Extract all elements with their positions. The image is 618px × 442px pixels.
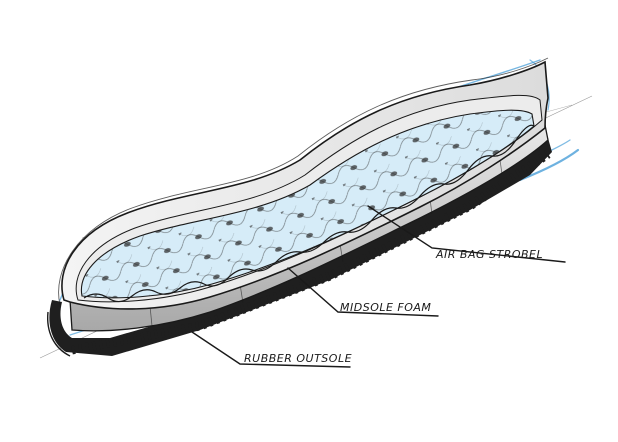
label-air-bag-strobel: AIR BAG STROBEL bbox=[435, 248, 543, 261]
label-midsole-foam: MIDSOLE FOAM bbox=[340, 301, 431, 314]
label-rubber-outsole: RUBBER OUTSOLE bbox=[244, 352, 352, 365]
